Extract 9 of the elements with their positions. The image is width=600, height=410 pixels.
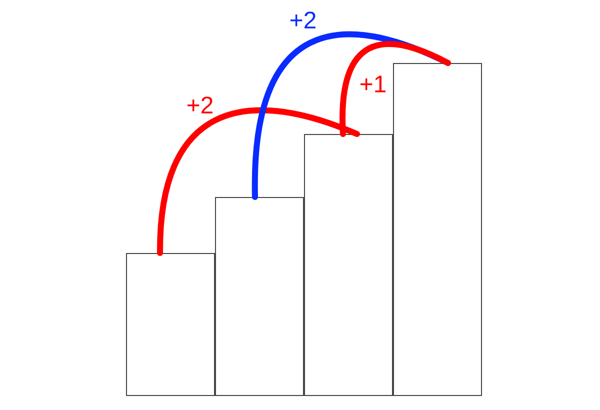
edge-label: +1 xyxy=(360,76,386,92)
bar xyxy=(393,63,482,396)
edge-label: +2 xyxy=(290,12,316,28)
edge-label: +2 xyxy=(188,96,212,114)
bar xyxy=(304,134,393,396)
arc xyxy=(340,41,451,137)
bar xyxy=(215,197,304,396)
arc xyxy=(157,107,360,256)
bar xyxy=(126,253,215,396)
